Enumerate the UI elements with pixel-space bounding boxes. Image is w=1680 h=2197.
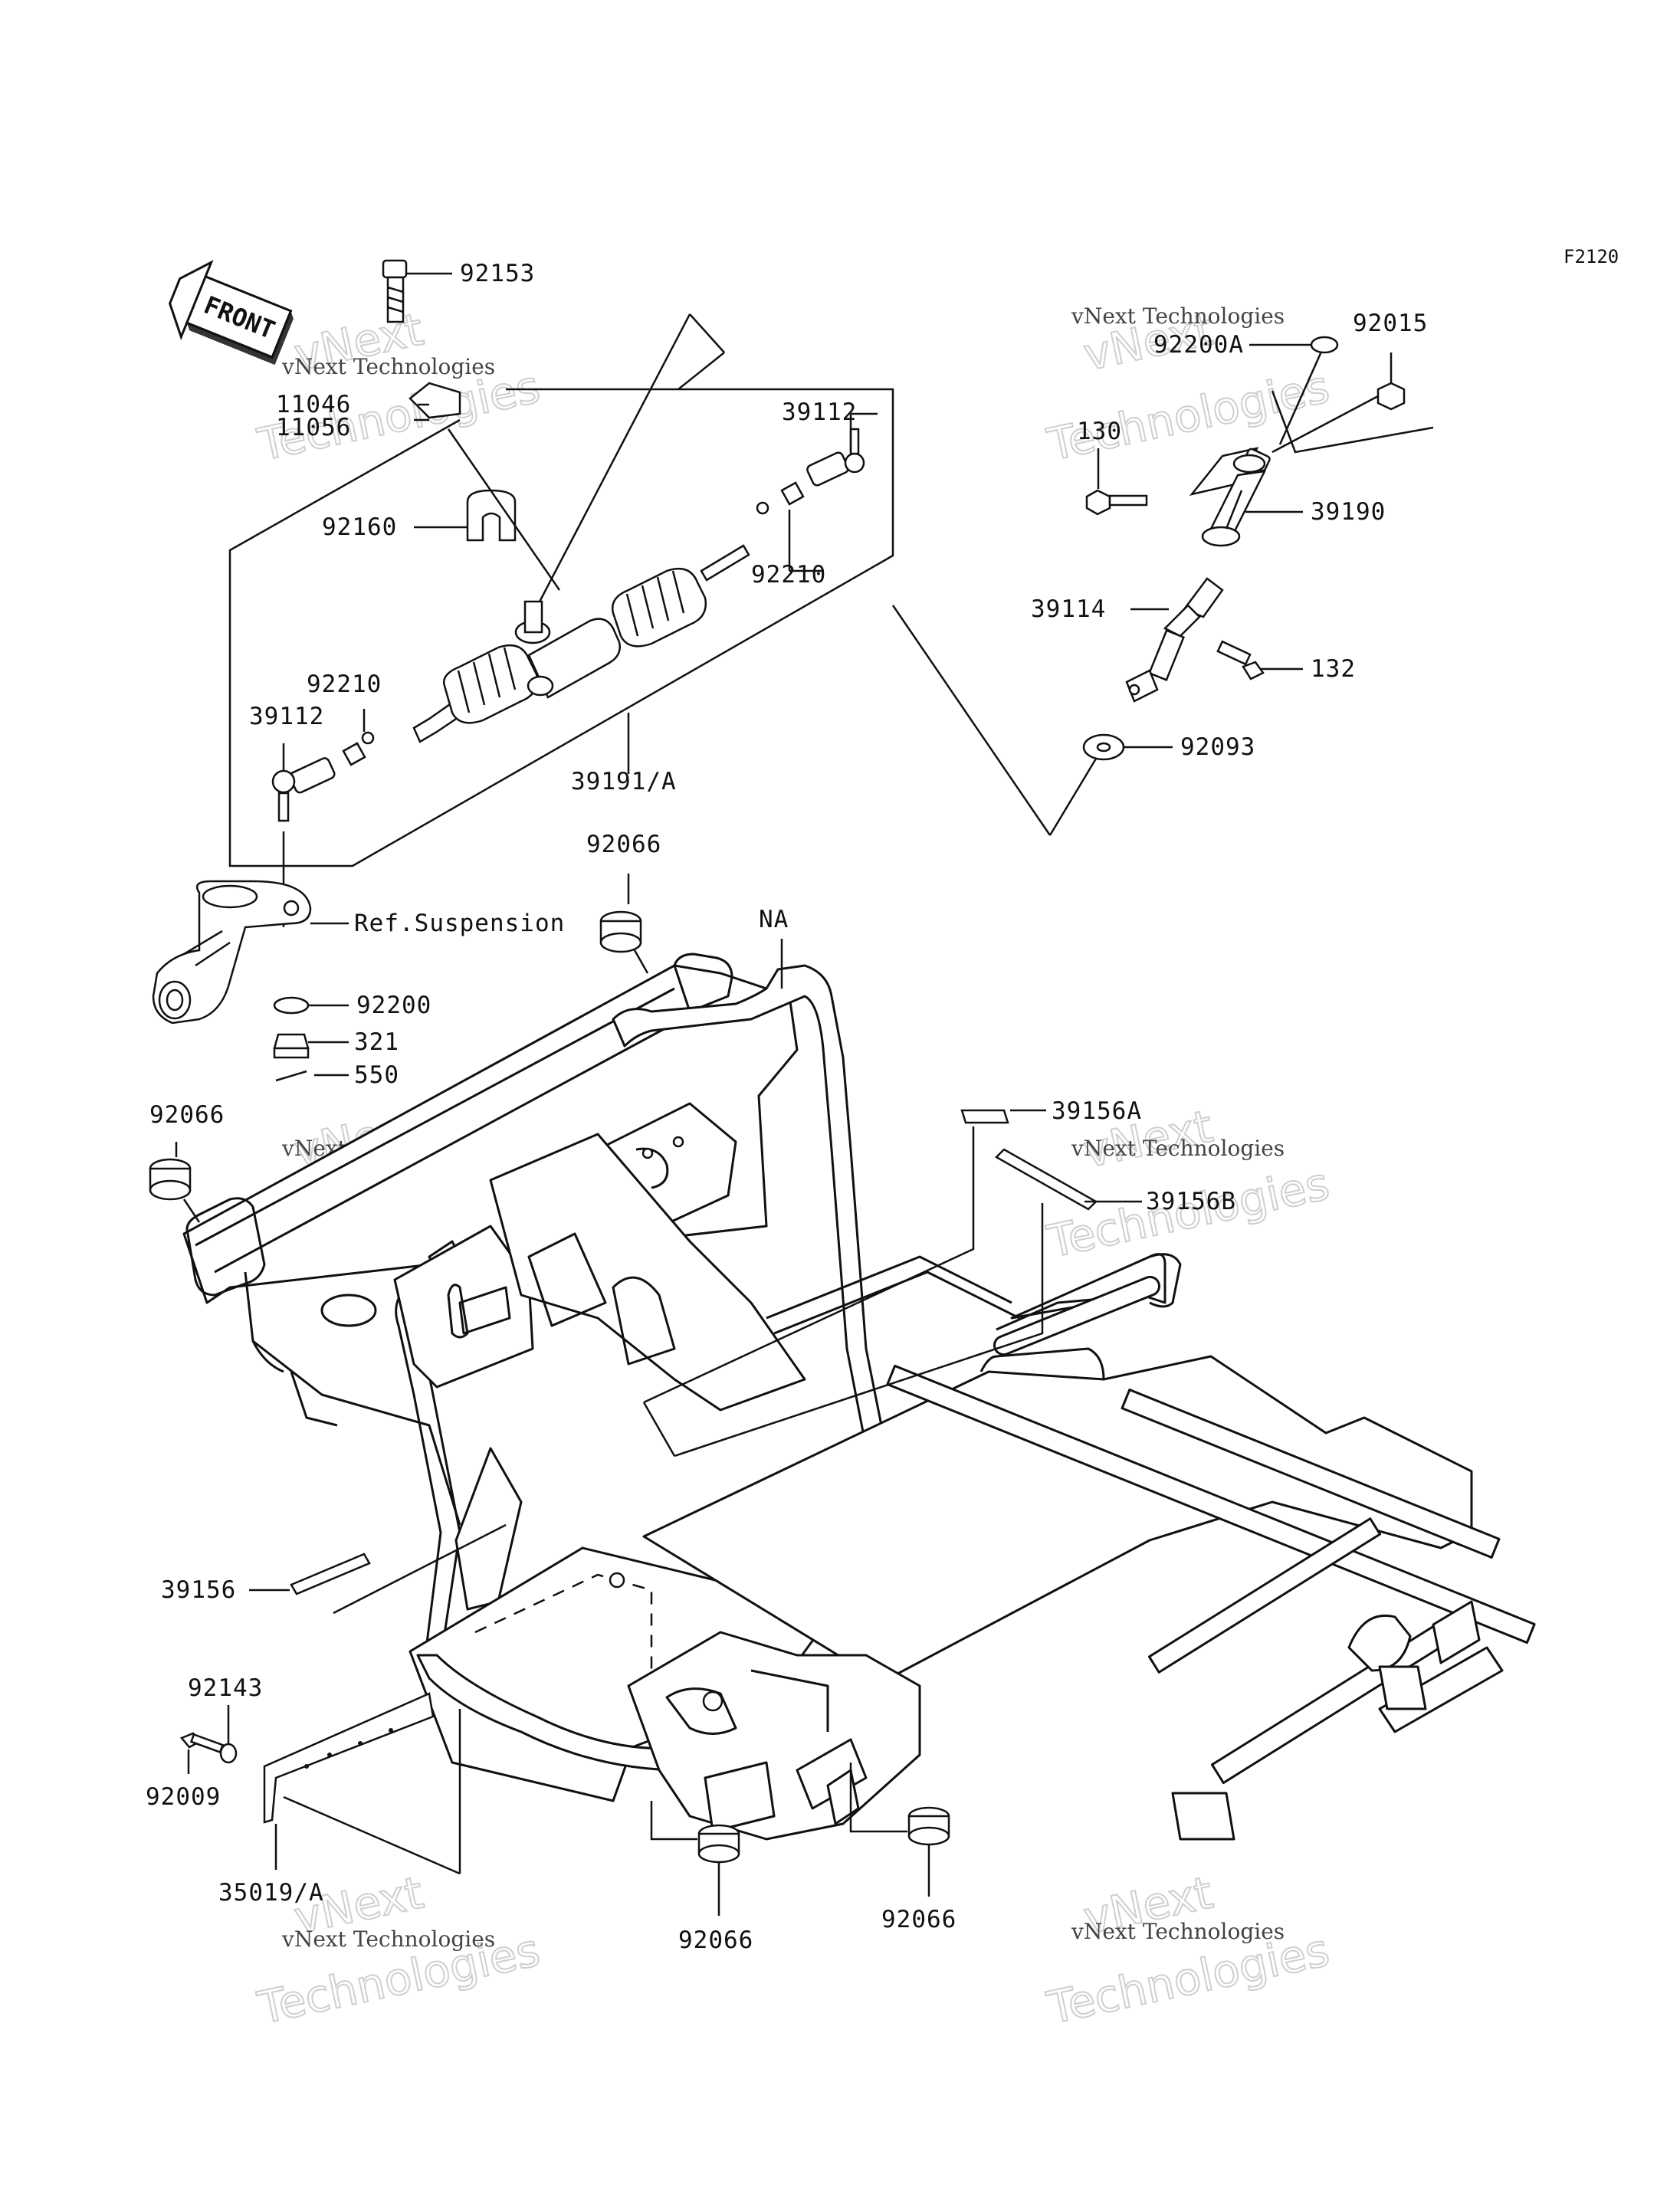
u-joint-39114 xyxy=(1125,577,1224,703)
label-39156B: 39156B xyxy=(1146,1188,1236,1215)
label-92143: 92143 xyxy=(188,1674,263,1702)
label-132: 132 xyxy=(1311,655,1356,683)
bolt-92153 xyxy=(382,259,408,323)
label-92066-top: 92066 xyxy=(586,831,661,858)
label-39156: 39156 xyxy=(161,1576,236,1604)
label-39191A: 39191/A xyxy=(571,768,677,795)
cotter-pin-550 xyxy=(275,1070,307,1082)
cap-92066-bottom-right xyxy=(907,1806,950,1846)
label-92210-right: 92210 xyxy=(751,561,826,589)
watermark-text: vNext Technologies xyxy=(281,1926,495,1952)
steering-column-39190 xyxy=(1189,447,1271,547)
strip-39156A xyxy=(960,1109,1009,1124)
label-39112-left: 39112 xyxy=(249,703,324,730)
washer-92200A xyxy=(1310,336,1339,354)
label-92093: 92093 xyxy=(1180,733,1255,761)
steering-column-group xyxy=(891,336,1434,836)
cap-92066-bottom-left xyxy=(697,1824,740,1864)
nut-92015 xyxy=(1376,382,1406,411)
label-39112-right: 39112 xyxy=(782,398,857,426)
tie-rod-end-39112-left xyxy=(271,757,336,822)
washer-92093 xyxy=(1082,733,1125,761)
label-11056: 11056 xyxy=(276,414,351,441)
page-code: F2120 xyxy=(1564,246,1619,267)
watermark-text: vNext Technologies xyxy=(281,354,495,379)
label-39190: 39190 xyxy=(1311,498,1386,526)
frame-assembly xyxy=(149,874,1536,1841)
cap-92066-left xyxy=(149,1158,192,1201)
label-92153: 92153 xyxy=(460,260,535,287)
callout-labels: 92153 11046 11056 92160 39112 92210 9221… xyxy=(146,260,1428,1954)
label-321: 321 xyxy=(354,1028,399,1056)
label-ref-suspension: Ref.Suspension xyxy=(354,910,565,937)
bushing-92160 xyxy=(466,489,517,542)
label-11046: 11046 xyxy=(276,391,351,418)
label-550: 550 xyxy=(354,1061,399,1089)
watermark-text: vNext Technologies xyxy=(1071,303,1285,329)
label-92066-left: 92066 xyxy=(149,1101,225,1129)
steering-rack-group xyxy=(152,259,894,1082)
bolt-130 xyxy=(1085,489,1148,516)
nut-92210-left xyxy=(342,731,375,766)
label-92015: 92015 xyxy=(1353,310,1428,337)
label-92160: 92160 xyxy=(322,513,397,541)
label-39114: 39114 xyxy=(1031,595,1106,623)
castle-nut-321 xyxy=(273,1033,310,1059)
label-NA: NA xyxy=(759,906,789,933)
washer-92200 xyxy=(273,996,310,1015)
steering-rack-39191 xyxy=(412,544,750,743)
steering-knuckle xyxy=(152,880,312,1025)
bolt-92009 xyxy=(179,1732,225,1754)
washer-92143 xyxy=(219,1743,238,1764)
label-92066-bottom-left: 92066 xyxy=(678,1926,753,1954)
label-130: 130 xyxy=(1077,418,1122,445)
label-39156A: 39156A xyxy=(1052,1097,1142,1125)
label-92066-bottom-right: 92066 xyxy=(881,1906,956,1933)
label-92200A: 92200A xyxy=(1153,331,1244,359)
label-92200: 92200 xyxy=(356,992,431,1019)
cap-92066-top xyxy=(599,910,642,953)
watermark-text: vNext Technologies xyxy=(1071,1136,1285,1161)
watermark-text: vNext Technologies xyxy=(1071,1919,1285,1944)
watermark-big: Technologies xyxy=(1042,360,1334,471)
skid-plate-35019 xyxy=(263,1692,435,1824)
clamp-11046 xyxy=(409,382,461,419)
callout-leaders xyxy=(179,939,1142,1916)
label-92009: 92009 xyxy=(146,1783,221,1811)
bolt-132 xyxy=(1216,640,1265,680)
label-92210-left: 92210 xyxy=(307,671,382,698)
label-35019A: 35019/A xyxy=(218,1879,324,1907)
front-arrow-icon: FRONT xyxy=(169,260,294,366)
strip-39156 xyxy=(290,1553,371,1595)
